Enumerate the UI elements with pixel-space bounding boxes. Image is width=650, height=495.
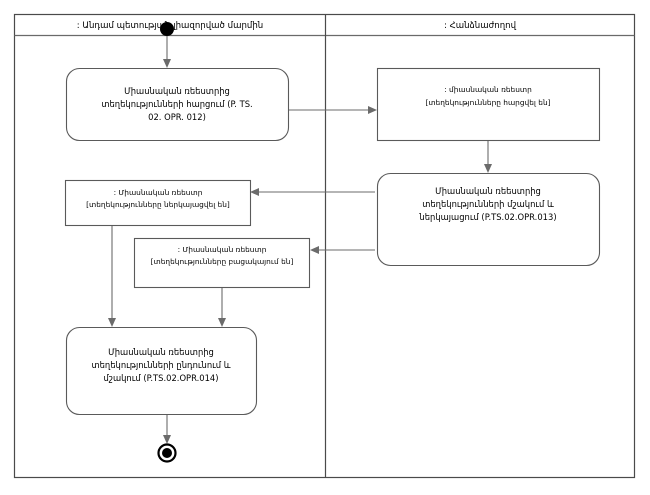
activity-receive-line-1: Միասնական ռեեստրից bbox=[108, 347, 214, 357]
edge-start-to-request bbox=[163, 36, 171, 68]
activity-receive-line-3: մշակում (P.TS.02.OPR.014) bbox=[103, 373, 218, 383]
object-registry-requested-line-1: : միասնական ռեեստր bbox=[444, 85, 532, 94]
object-registry-absent-line-2: [տեղեկությունները բացակայում են] bbox=[151, 257, 294, 266]
edge-object-absent-to-receive bbox=[218, 288, 226, 327]
object-registry-presented-line-2: [տեղեկությունները ներկայացվել են] bbox=[86, 200, 230, 209]
activity-receive-line-2: տեղեկությունների ընդունում և bbox=[91, 360, 230, 370]
object-registry-presented-line-1: : Միասնական ռեեստր bbox=[114, 188, 203, 197]
activity-process-line-3: ներկայացում (P.TS.02.OPR.013) bbox=[418, 212, 556, 222]
activity-process-line-2: տեղեկությունների մշակում և bbox=[422, 199, 554, 209]
edge-process-to-object-presented bbox=[250, 188, 375, 196]
activity-process-line-1: Միասնական ռեեստրից bbox=[435, 186, 541, 196]
edge-object-presented-to-receive bbox=[108, 226, 116, 327]
object-registry-requested[interactable]: : միասնական ռեեստր [տեղեկությունները հար… bbox=[376, 67, 601, 142]
object-registry-presented[interactable]: : Միասնական ռեեստր [տեղեկությունները ներ… bbox=[64, 179, 252, 227]
initial-node[interactable] bbox=[160, 22, 174, 36]
activity-request-info-line-1: Միասնական ռեեստրից bbox=[124, 86, 230, 96]
lane-title-commission: : Հանձնաժողով bbox=[444, 21, 517, 31]
object-registry-absent-line-1: : Միասնական ռեեստր bbox=[178, 245, 267, 254]
edge-process-to-object-absent bbox=[310, 246, 375, 254]
activity-process-and-present[interactable]: Միասնական ռեեստրից տեղեկությունների մշակ… bbox=[376, 172, 601, 267]
activity-request-info-line-3: 02. OPR. 012) bbox=[148, 112, 206, 122]
activity-request-info[interactable]: Միասնական ռեեստրից տեղեկությունների հարց… bbox=[65, 67, 290, 142]
activity-receive-and-process[interactable]: Միասնական ռեեստրից տեղեկությունների ընդո… bbox=[65, 326, 258, 416]
edge-request-to-object-requested bbox=[288, 106, 377, 114]
edge-object-requested-to-process bbox=[484, 141, 492, 173]
object-registry-requested-line-2: [տեղեկությունները հարցվել են] bbox=[425, 98, 550, 107]
edge-receive-to-end bbox=[163, 415, 171, 444]
activity-request-info-line-2: տեղեկությունների հարցում (P. TS. bbox=[101, 99, 252, 109]
final-node[interactable] bbox=[157, 443, 177, 463]
object-registry-absent[interactable]: : Միասնական ռեեստր [տեղեկությունները բաց… bbox=[133, 237, 311, 289]
